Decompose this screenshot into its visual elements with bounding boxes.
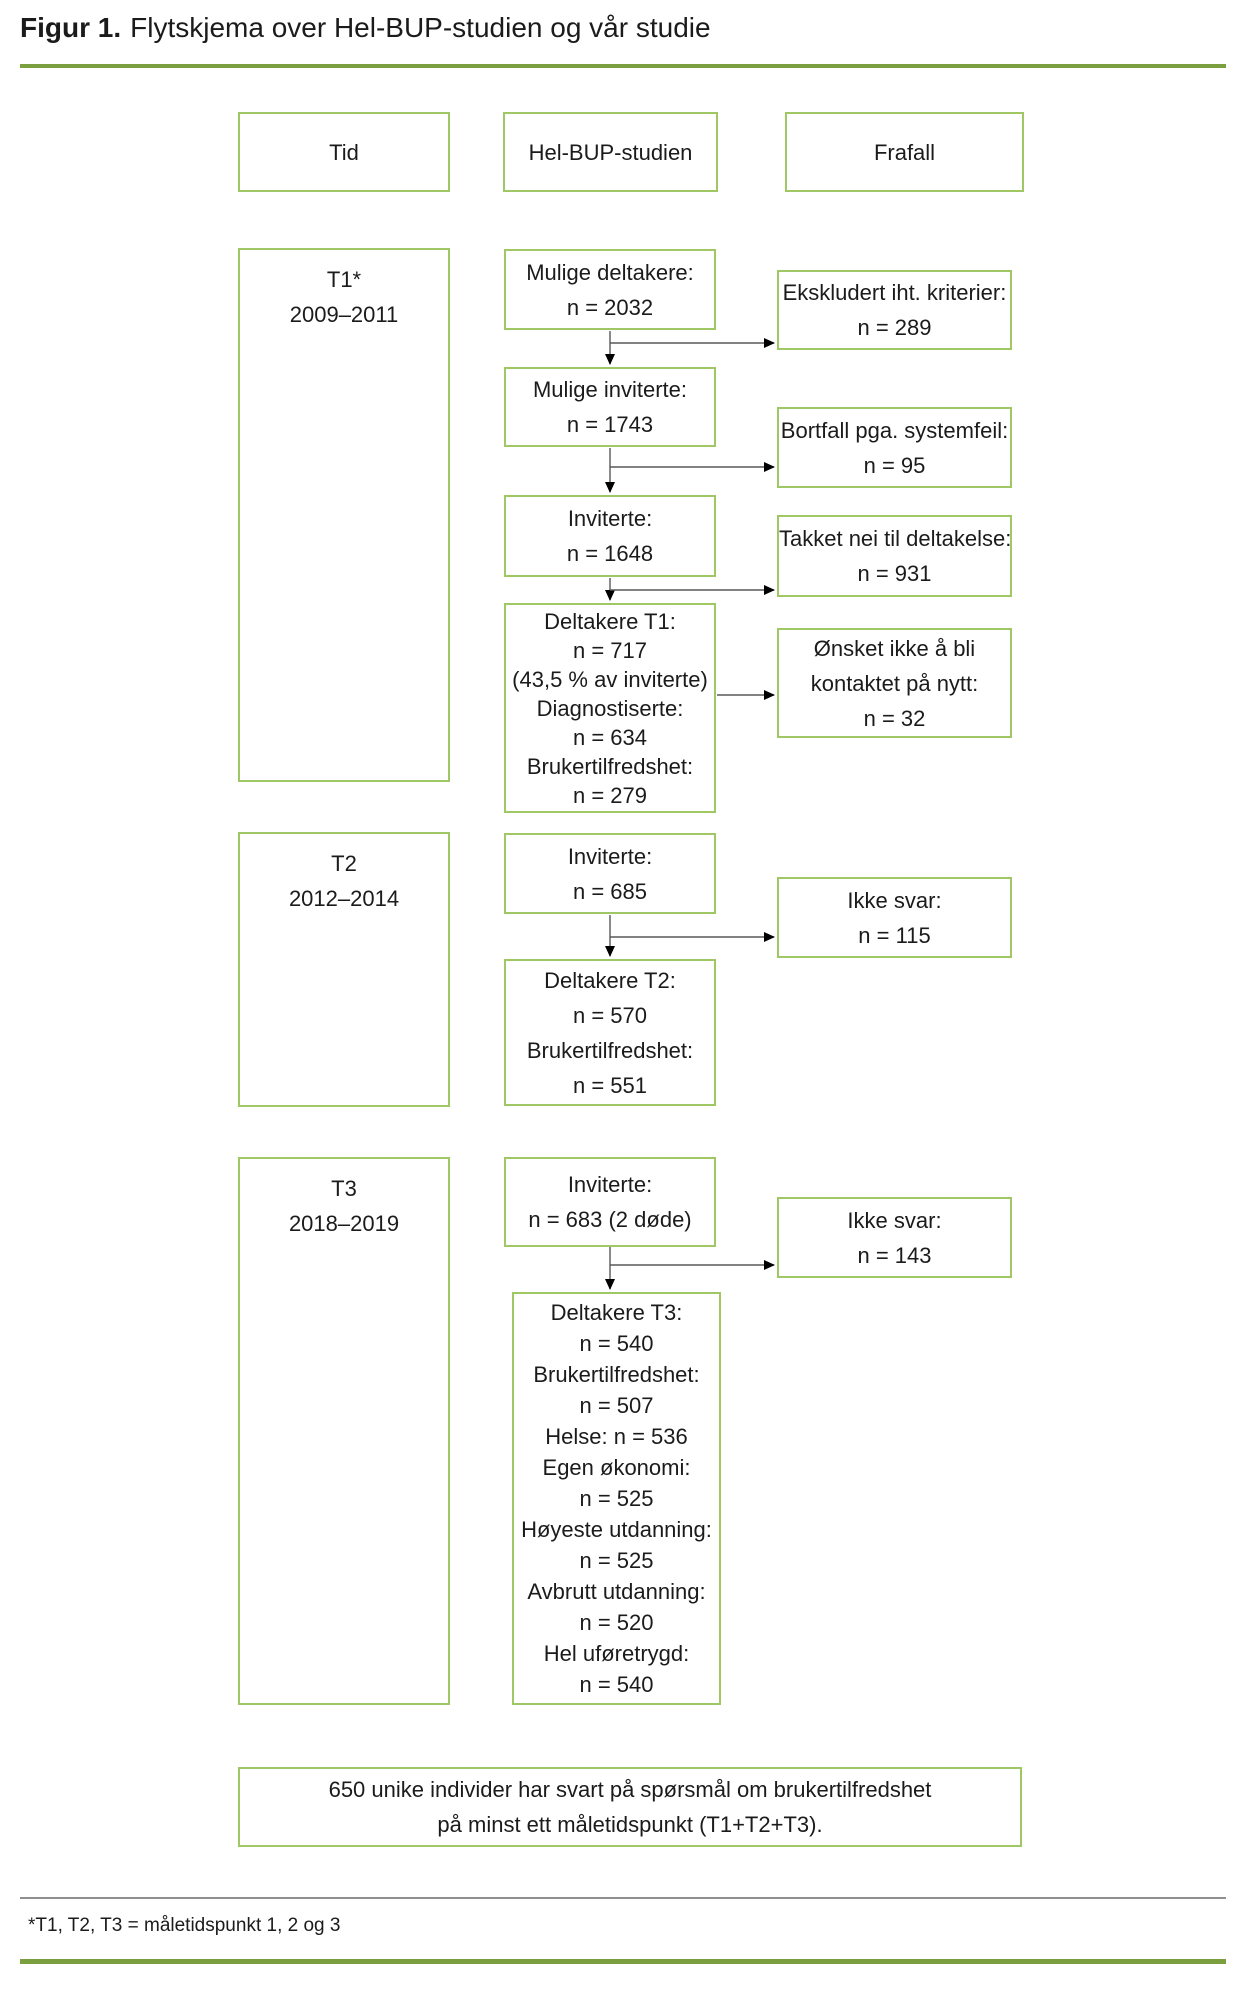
box-line: kontaktet på nytt: <box>810 670 979 696</box>
summary-line: på minst ett måletidspunkt (T1+T2+T3). <box>437 1812 823 1837</box>
box-line: Diagnostiserte: <box>536 695 684 721</box>
figure-title-label: Figur 1. <box>20 12 122 43</box>
box-ikke-svar-t3: Ikke svar: n = 143 <box>777 1197 1012 1278</box>
box-inviterte-t2: Inviterte: n = 685 <box>504 833 716 914</box>
box-line: Deltakere T3: <box>550 1300 683 1325</box>
box-line: n = 685 <box>572 878 647 904</box>
box-inviterte-t1: Inviterte: n = 1648 <box>504 495 716 577</box>
summary-line: 650 unike individer har svart på spørsmå… <box>328 1777 932 1802</box>
box-line: n = 570 <box>572 1002 647 1028</box>
box-ekskludert: Ekskludert iht. kriterier: n = 289 <box>777 270 1012 350</box>
box-line: 2018–2019 <box>288 1211 400 1236</box>
box-line: n = 279 <box>572 782 647 808</box>
box-deltakere-t1: Deltakere T1: n = 717 (43,5 % av inviter… <box>504 603 716 813</box>
box-deltakere-t2: Deltakere T2: n = 570 Brukertilfredshet:… <box>504 959 716 1106</box>
box-line: Ønsket ikke å bli <box>813 635 976 661</box>
header-box-study: Hel-BUP-studien <box>503 112 718 192</box>
box-line: n = 95 <box>863 452 926 478</box>
box-line: Høyeste utdanning: <box>521 1517 712 1542</box>
box-tid-t2: T2 2012–2014 <box>238 832 450 1107</box>
box-line: 2009–2011 <box>289 302 399 327</box>
box-line: n = 540 <box>579 1672 654 1697</box>
box-mulige-deltakere: Mulige deltakere: n = 2032 <box>504 249 716 330</box>
box-deltakere-t3: Deltakere T3: n = 540 Brukertilfredshet:… <box>512 1292 721 1705</box>
box-line: Bortfall pga. systemfeil: <box>780 417 1009 443</box>
box-line: T1* <box>326 267 362 292</box>
box-line: Deltakere T2: <box>544 967 676 993</box>
header-box-tid: Tid <box>238 112 450 192</box>
header-label: Tid <box>329 139 359 165</box>
title-rule <box>20 64 1226 68</box>
box-inviterte-t3: Inviterte: n = 683 (2 døde) <box>504 1157 716 1247</box>
box-line: Brukertilfredshet: <box>526 753 694 779</box>
box-line: n = 634 <box>572 724 647 750</box>
box-line: Hel uføretrygd: <box>543 1641 690 1666</box>
header-label: Frafall <box>873 139 936 165</box>
box-line: T3 <box>331 1176 357 1201</box>
box-line: n = 115 <box>858 922 931 948</box>
summary-box: 650 unike individer har svart på spørsmå… <box>238 1767 1022 1847</box>
box-tid-t1: T1* 2009–2011 <box>238 248 450 782</box>
box-line: n = 931 <box>857 561 932 586</box>
box-line: n = 507 <box>579 1393 654 1418</box>
footer-gray-rule <box>20 1897 1226 1899</box>
box-line: Inviterte: <box>567 1172 653 1197</box>
box-line: n = 2032 <box>566 294 654 320</box>
box-line: n = 520 <box>579 1610 654 1635</box>
box-line: n = 683 (2 døde) <box>528 1207 692 1232</box>
box-line: n = 143 <box>857 1242 932 1268</box>
box-line: Ikke svar: <box>847 887 942 913</box>
box-line: n = 551 <box>572 1072 647 1098</box>
box-line: Mulige deltakere: <box>526 259 694 285</box>
box-line: Ikke svar: <box>847 1207 942 1233</box>
box-line: Inviterte: <box>567 843 653 869</box>
figure-footnote: *T1, T2, T3 = måletidspunkt 1, 2 og 3 <box>28 1915 341 1936</box>
header-label: Hel-BUP-studien <box>528 139 693 165</box>
figure-title: Figur 1. Flytskjema over Hel-BUP-studien … <box>20 12 711 44</box>
box-line: Avbrutt utdanning: <box>527 1579 706 1604</box>
footer-olive-rule <box>20 1959 1226 1964</box>
box-line: Mulige inviterte: <box>532 377 688 402</box>
box-line: Deltakere T1: <box>544 608 676 634</box>
box-ikke-svar-t2: Ikke svar: n = 115 <box>777 877 1012 958</box>
box-line: n = 289 <box>857 315 932 340</box>
header-box-dropout: Frafall <box>785 112 1024 192</box>
box-onsket-ikke: Ønsket ikke å bli kontaktet på nytt: n =… <box>777 628 1012 738</box>
box-mulige-inviterte: Mulige inviterte: n = 1743 <box>504 367 716 447</box>
box-line: Ekskludert iht. kriterier: <box>782 280 1007 305</box>
box-line: Inviterte: <box>567 506 653 531</box>
box-bortfall: Bortfall pga. systemfeil: n = 95 <box>777 407 1012 488</box>
box-takket-nei: Takket nei til deltakelse: n = 931 <box>777 515 1012 597</box>
box-line: n = 32 <box>863 705 926 731</box>
box-line: T2 <box>331 851 357 876</box>
box-line: Brukertilfredshet: <box>533 1362 700 1387</box>
box-line: (43,5 % av inviterte) <box>512 666 708 692</box>
box-line: n = 717 <box>572 637 647 663</box>
box-line: 2012–2014 <box>288 886 400 911</box>
box-line: Takket nei til deltakelse: <box>779 526 1012 551</box>
box-line: Egen økonomi: <box>542 1455 691 1480</box>
box-line: n = 525 <box>579 1486 654 1511</box>
box-line: n = 1743 <box>566 412 654 437</box>
figure-title-text: Flytskjema over Hel-BUP-studien og vår s… <box>130 12 711 43</box>
box-line: n = 1648 <box>566 541 654 566</box>
box-line: Brukertilfredshet: <box>526 1037 694 1063</box>
box-tid-t3: T3 2018–2019 <box>238 1157 450 1705</box>
box-line: n = 540 <box>579 1331 654 1356</box>
box-line: Helse: n = 536 <box>545 1424 688 1449</box>
box-line: n = 525 <box>579 1548 654 1573</box>
